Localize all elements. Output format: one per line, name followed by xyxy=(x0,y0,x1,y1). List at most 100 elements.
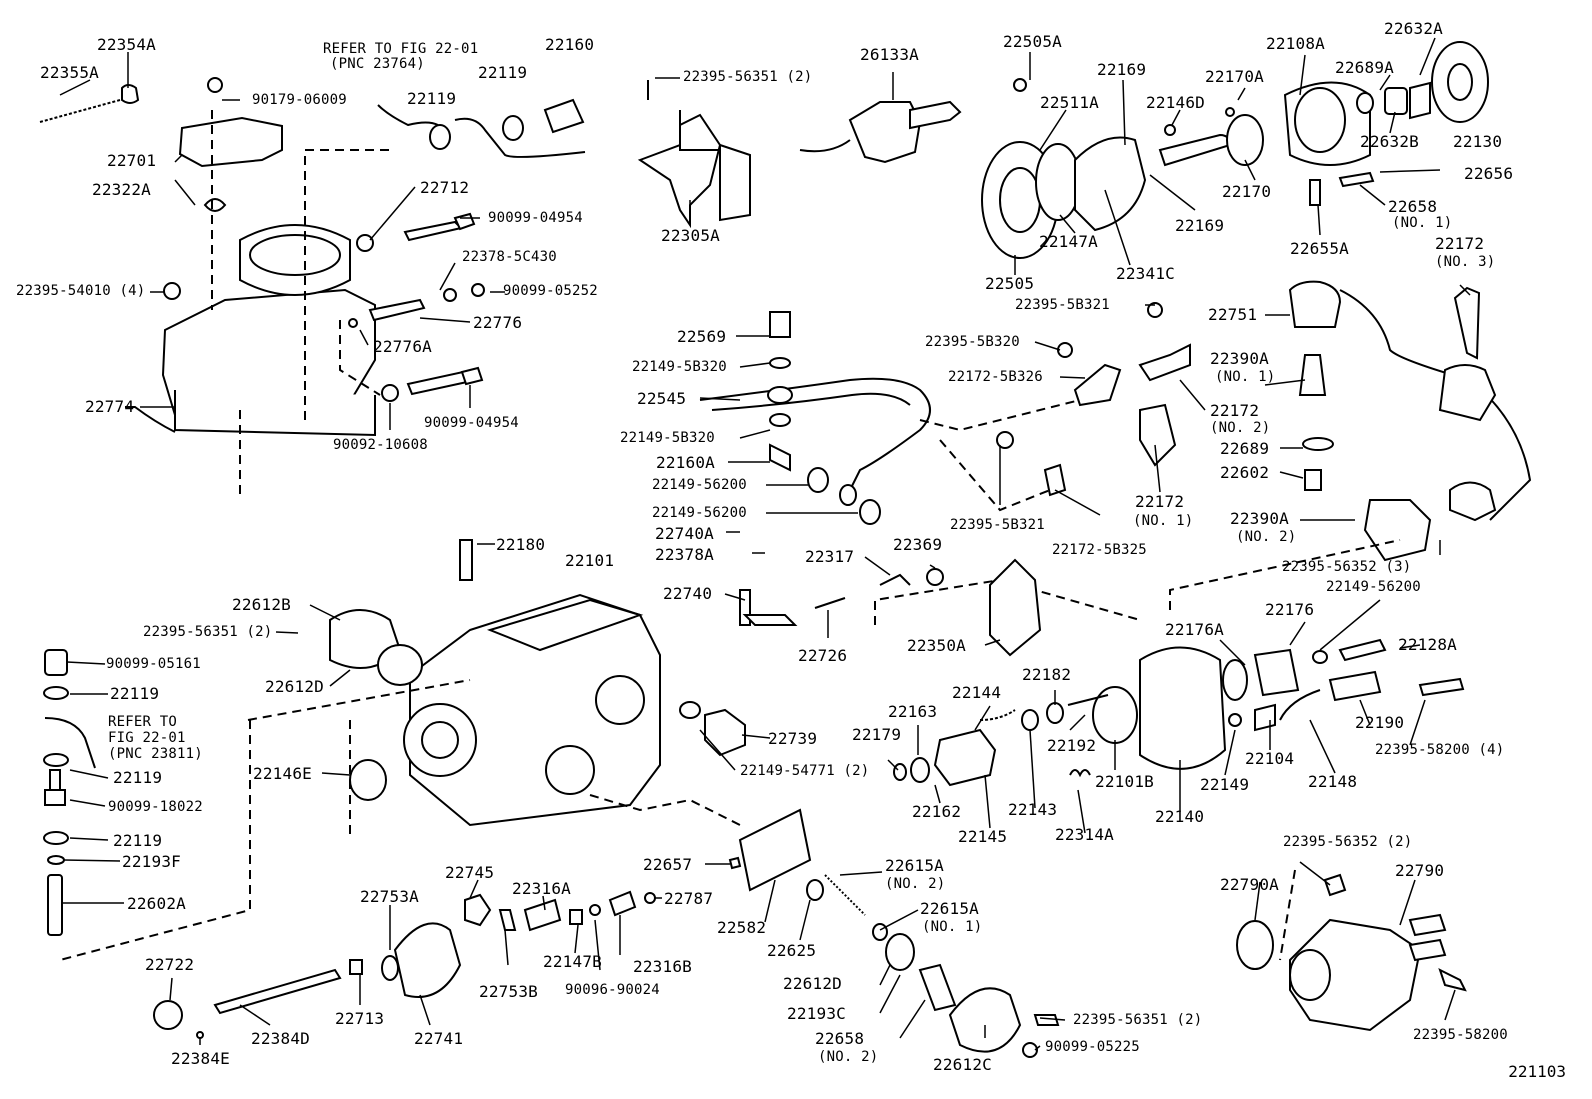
callout-22169: 22169 xyxy=(1097,60,1147,79)
callout-22101B: 22101B xyxy=(1095,772,1154,791)
callout-22713: 22713 xyxy=(335,1009,385,1028)
callout-22314A: 22314A xyxy=(1055,825,1114,844)
callout-22790A: 22790A xyxy=(1220,875,1279,894)
leader-lines xyxy=(59,37,1471,1051)
callout-22384E: 22384E xyxy=(171,1049,230,1068)
callout-22722: 22722 xyxy=(145,955,195,974)
callout-22149-56200: 22149-56200 xyxy=(1326,579,1421,595)
callout-22180: 22180 xyxy=(496,535,546,554)
callout-22172-5B325: 22172-5B325 xyxy=(1052,542,1147,558)
callout-22147B: 22147B xyxy=(543,952,602,971)
callout-22149-56200: 22149-56200 xyxy=(652,477,747,493)
callout-22656: 22656 xyxy=(1464,164,1514,183)
callout-22790: 22790 xyxy=(1395,861,1445,880)
sensor-group xyxy=(1288,280,1532,562)
callout-no-2: (NO. 2) xyxy=(1210,420,1271,436)
callout-22390A: 22390A xyxy=(1230,509,1289,528)
callout-22612C: 22612C xyxy=(933,1055,992,1074)
callout-22712: 22712 xyxy=(420,178,470,197)
callout-22160: 22160 xyxy=(545,35,595,54)
callout-22378A: 22378A xyxy=(655,545,714,564)
callout-22149: 22149 xyxy=(1200,775,1250,794)
callout-90099-05225: 90099-05225 xyxy=(1045,1039,1140,1055)
callout-22787: 22787 xyxy=(664,889,714,908)
callout-22119: 22119 xyxy=(110,684,160,703)
callout-22511A: 22511A xyxy=(1040,93,1099,112)
callout-22193F: 22193F xyxy=(122,852,181,871)
callout-22390A: 22390A xyxy=(1210,349,1269,368)
callout-22172: 22172 xyxy=(1210,401,1260,420)
callout-22726: 22726 xyxy=(798,646,848,665)
callout-22657: 22657 xyxy=(643,855,693,874)
callout-22108A: 22108A xyxy=(1266,34,1325,53)
callout-22612D: 22612D xyxy=(265,677,324,696)
callout-22146D: 22146D xyxy=(1146,93,1205,112)
callout-22119: 22119 xyxy=(113,831,163,850)
callout-22305A: 22305A xyxy=(661,226,720,245)
callout-22163: 22163 xyxy=(888,702,938,721)
callout-22701: 22701 xyxy=(107,151,157,170)
callout-26133A: 26133A xyxy=(860,45,919,64)
callout-22395-5B321: 22395-5B321 xyxy=(1015,297,1110,313)
callout-22128A: 22128A xyxy=(1398,635,1457,654)
callout-22602: 22602 xyxy=(1220,463,1270,482)
callout-22505A: 22505A xyxy=(1003,32,1062,51)
callout-22160A: 22160A xyxy=(656,453,715,472)
callout-22395-56352: 22395-56352 (2) xyxy=(1283,834,1413,850)
callout-no-2: (NO. 2) xyxy=(818,1049,879,1065)
callout-22143: 22143 xyxy=(1008,800,1058,819)
callout-22658: 22658 xyxy=(1388,197,1438,216)
callout-22354A: 22354A xyxy=(97,35,156,54)
callout-22119: 22119 xyxy=(407,89,457,108)
callout-90099-05252: 90099-05252 xyxy=(503,283,598,299)
callout-90099-18022: 90099-18022 xyxy=(108,799,203,815)
callout-90099-04954: 90099-04954 xyxy=(424,415,519,431)
callout-22149-5B320: 22149-5B320 xyxy=(632,359,727,375)
callout-22119: 22119 xyxy=(113,768,163,787)
callout-no-1: (NO. 1) xyxy=(1215,369,1276,385)
callout-22753B: 22753B xyxy=(479,982,538,1001)
callout-22384D: 22384D xyxy=(251,1029,310,1048)
callout-22751: 22751 xyxy=(1208,305,1258,324)
callout-22625: 22625 xyxy=(767,941,817,960)
callout-22190: 22190 xyxy=(1355,713,1405,732)
callout-22170A: 22170A xyxy=(1205,67,1264,86)
callout-22147A: 22147A xyxy=(1039,232,1098,251)
callout-22179: 22179 xyxy=(852,725,902,744)
callout-22350A: 22350A xyxy=(907,636,966,655)
callout-90092-10608: 90092-10608 xyxy=(333,437,428,453)
callout-22395-56351: 22395-56351 (2) xyxy=(143,624,273,640)
callout-22602A: 22602A xyxy=(127,894,186,913)
callout-22316A: 22316A xyxy=(512,879,571,898)
callout-22612B: 22612B xyxy=(232,595,291,614)
callout-22689: 22689 xyxy=(1220,439,1270,458)
callout-pnc-23811: (PNC 23811) xyxy=(108,746,203,762)
callout-22172: 22172 xyxy=(1435,234,1485,253)
callout-22615A: 22615A xyxy=(920,899,979,918)
callout-22369: 22369 xyxy=(893,535,943,554)
bottom-group xyxy=(153,808,1060,1058)
callout-22689A: 22689A xyxy=(1335,58,1394,77)
callout-22545: 22545 xyxy=(637,389,687,408)
callout-90179-06009: 90179-06009 xyxy=(252,92,347,108)
callout-22745: 22745 xyxy=(445,863,495,882)
callout-no-1: (NO. 1) xyxy=(1133,513,1194,529)
callout-22378-5C430: 22378-5C430 xyxy=(462,249,557,265)
callout-no-1: (NO. 1) xyxy=(1392,215,1453,231)
callout-22355A: 22355A xyxy=(40,63,99,82)
callout-90096-90024: 90096-90024 xyxy=(565,982,660,998)
callout-no-3: (NO. 3) xyxy=(1435,254,1496,270)
callout-22395-5B320: 22395-5B320 xyxy=(925,334,1020,350)
callout-22170: 22170 xyxy=(1222,182,1272,201)
lever-bracket-group xyxy=(637,80,962,229)
callout-22395-56351: 22395-56351 (2) xyxy=(683,69,813,85)
callout-22739: 22739 xyxy=(768,729,818,748)
callout-22119: 22119 xyxy=(478,63,528,82)
callout-refer-to: REFER TO xyxy=(108,714,178,730)
pump-body xyxy=(59,539,1401,961)
callout-22615A: 22615A xyxy=(885,856,944,875)
callout-22395-54010: 22395-54010 (4) xyxy=(16,283,146,299)
callout-22658: 22658 xyxy=(815,1029,865,1048)
callout-22322A: 22322A xyxy=(92,180,151,199)
callout-22740: 22740 xyxy=(663,584,713,603)
